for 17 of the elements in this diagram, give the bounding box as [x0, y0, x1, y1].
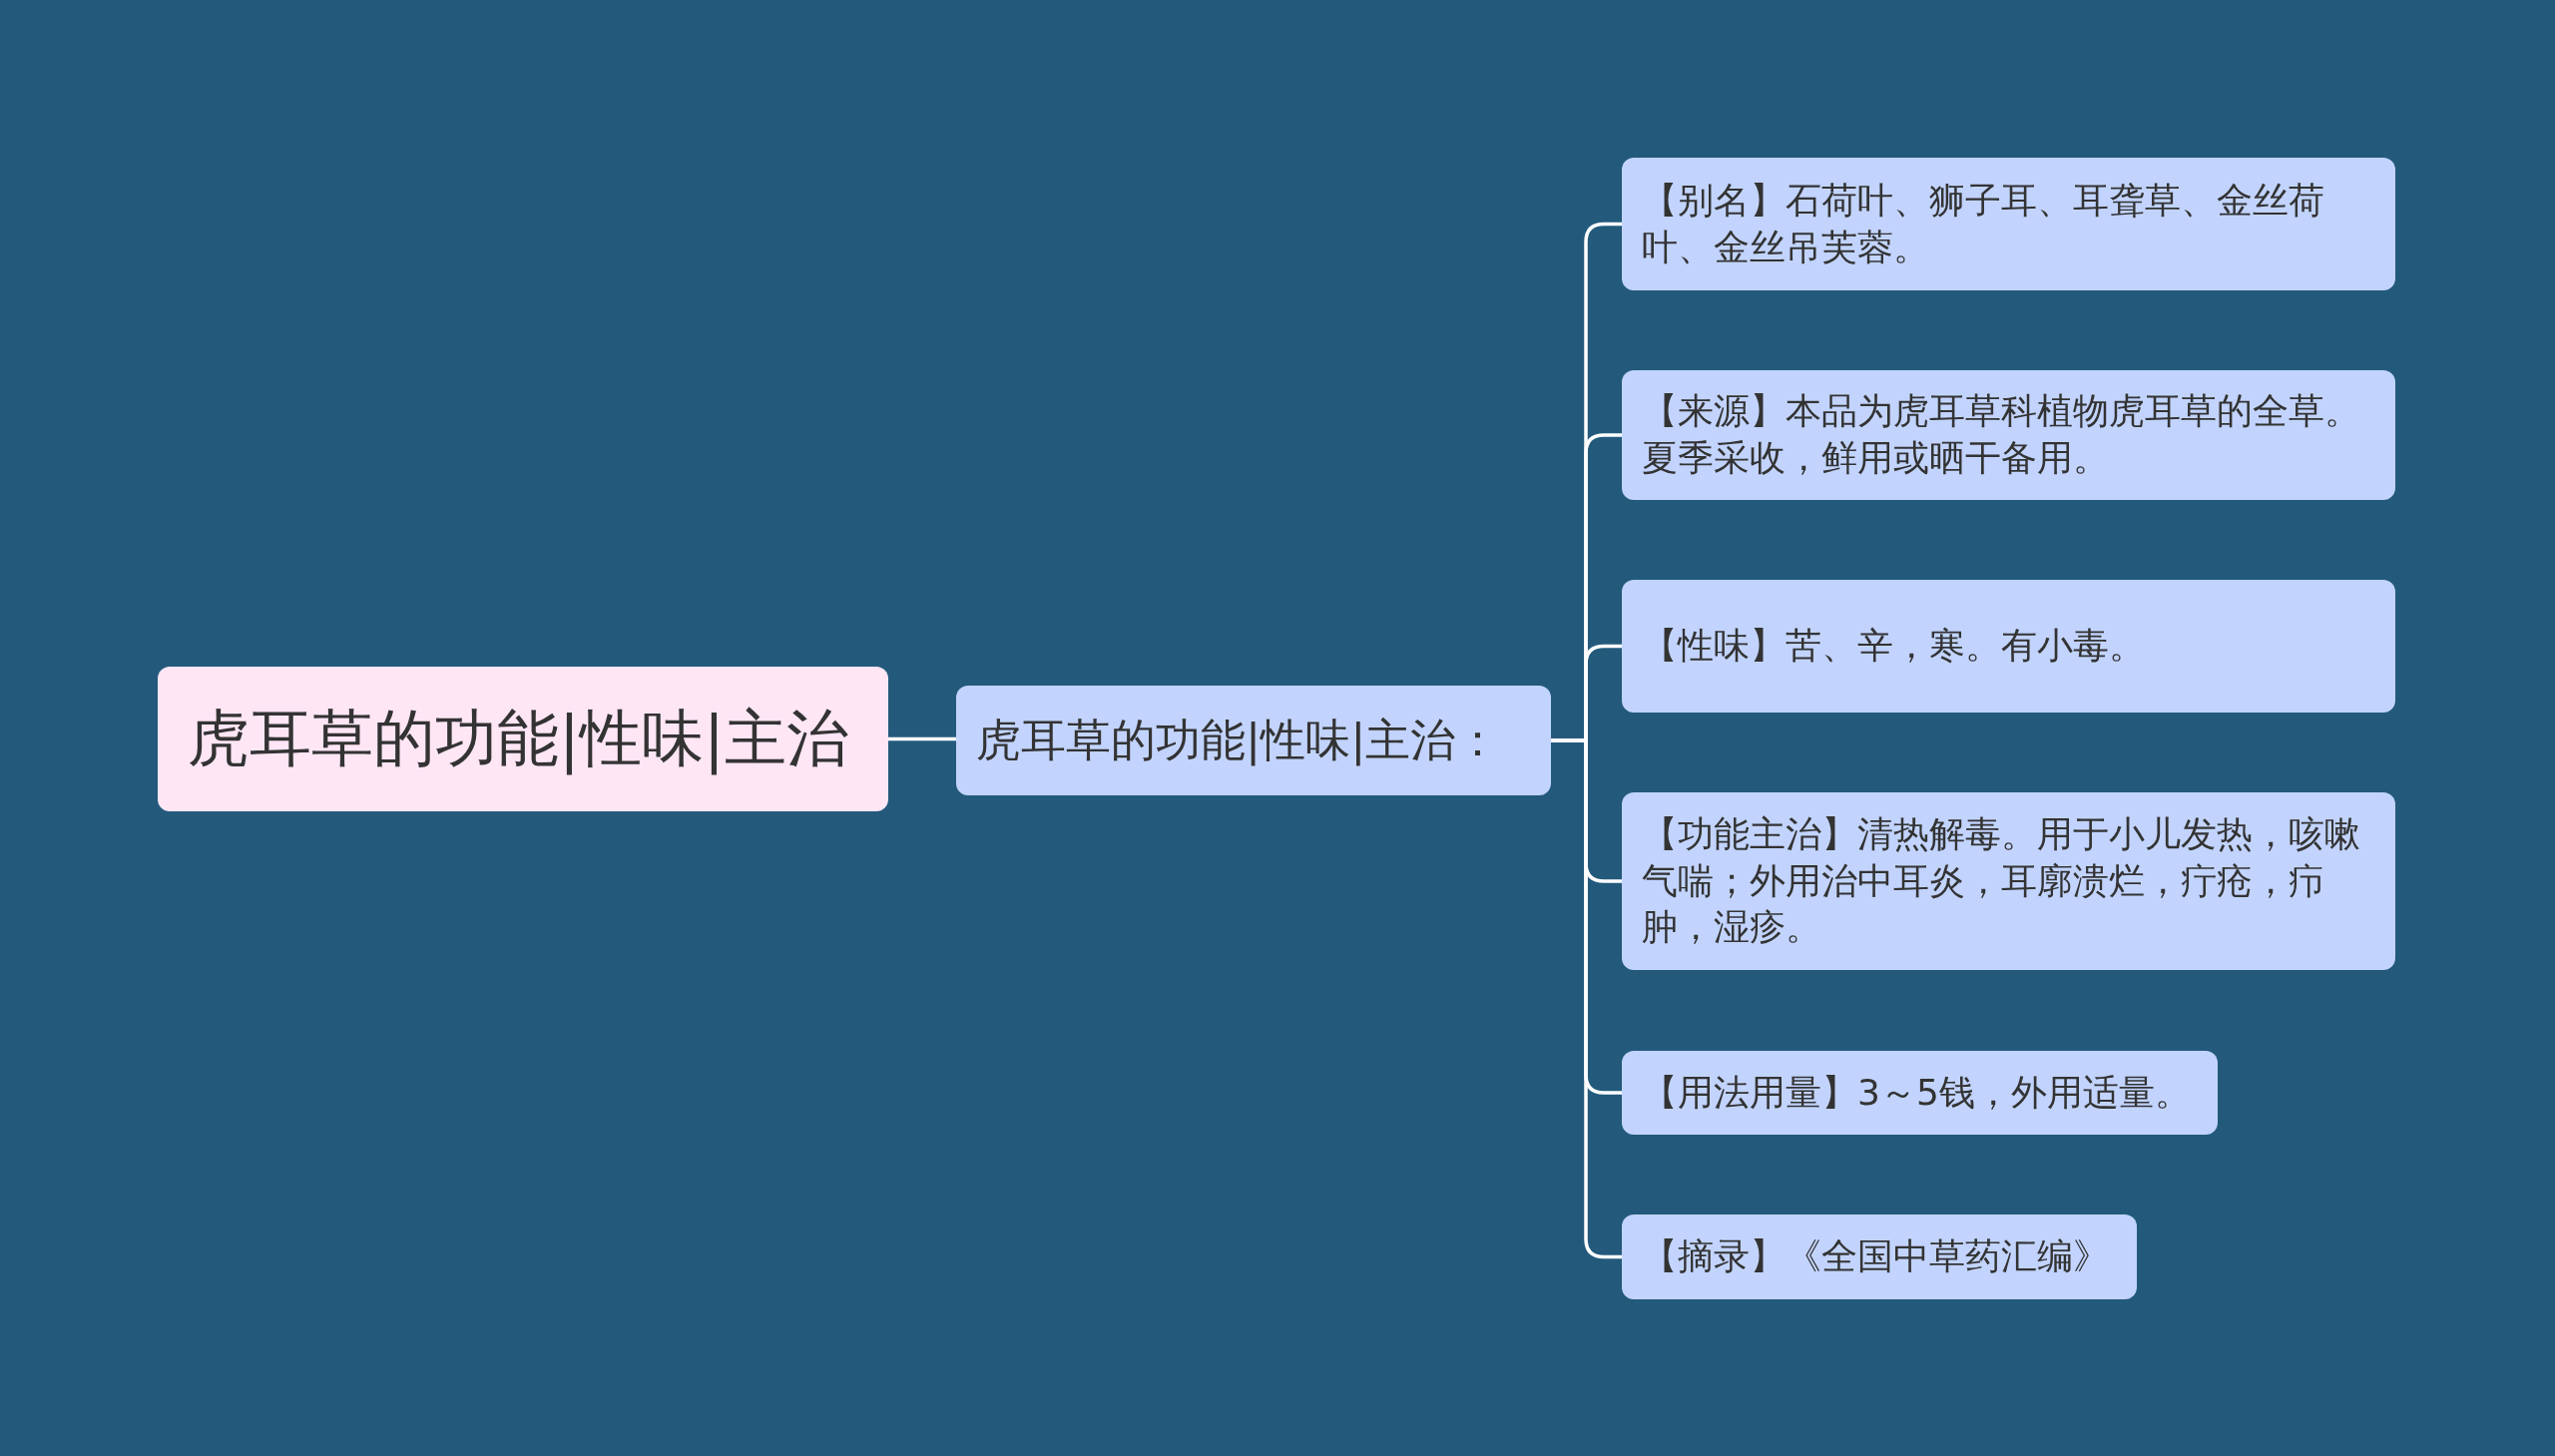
- topic-text: 【功能主治】清热解毒。用于小儿发热，咳嗽气喘；外用治中耳炎，耳廓溃烂，疔疮，疖肿，湿疹。: [1642, 811, 2361, 950]
- leaf-topic-box: [1622, 370, 2395, 500]
- topic-text: 【来源】本品为虎耳草科植物虎耳草的全草。夏季采收，鲜用或晒干备用。: [1642, 389, 2361, 480]
- subtopic-box: [956, 686, 1551, 795]
- topic-text: 【用法用量】3～5钱，外用适量。: [1642, 1070, 2191, 1115]
- topic-text: 虎耳草的功能|性味|主治: [188, 701, 848, 777]
- root-topic-box: [158, 667, 888, 811]
- topic-text: 【性味】苦、辛，寒。有小毒。: [1642, 624, 2145, 669]
- leaf-topic-box: [1622, 1214, 2137, 1299]
- topic-text: 【别名】石荷叶、狮子耳、耳聋草、金丝荷叶、金丝吊芙蓉。: [1642, 178, 2325, 269]
- topic-text: 虎耳草的功能|性味|主治：: [976, 712, 1501, 768]
- topic-text: 【摘录】《全国中草药汇编》: [1642, 1234, 2109, 1279]
- connector-line: [888, 736, 956, 741]
- leaf-topic-box: [1622, 158, 2395, 290]
- leaf-topic-box: [1622, 580, 2395, 713]
- leaf-topic-box: [1622, 1051, 2218, 1135]
- leaf-topic-box: [1622, 792, 2395, 970]
